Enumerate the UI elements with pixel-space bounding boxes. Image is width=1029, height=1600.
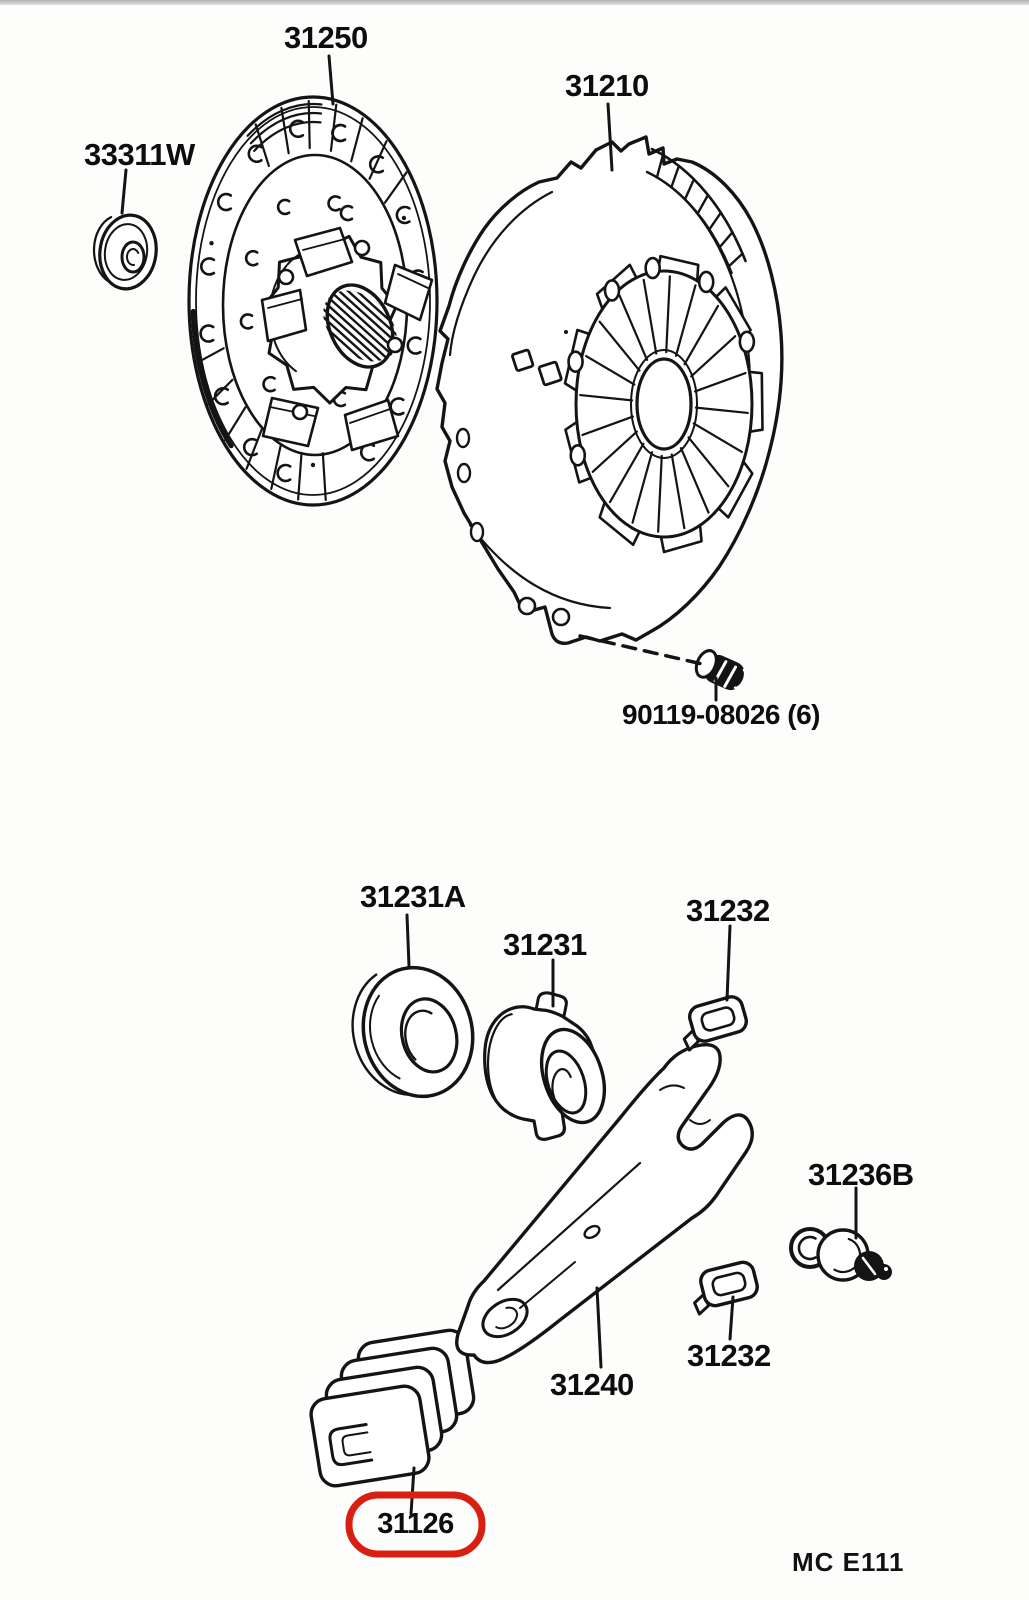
bearing-ring-drawing [351, 965, 475, 1099]
release-bearing-drawing [483, 991, 607, 1141]
boot-drawing [309, 1328, 476, 1488]
part-label-bearing-ring: 31231A [360, 879, 466, 914]
part-label-set-bolt: 90119-08026 (6) [622, 699, 821, 730]
diagram-code: MC E111 [792, 1547, 905, 1577]
leader-lines [120, 54, 858, 1516]
part-label-disc: 31250 [284, 20, 368, 55]
part-label-fork: 31240 [550, 1367, 634, 1402]
clutch-cover-drawing [435, 135, 784, 645]
clip-drawing [682, 995, 749, 1052]
part-label-pilot-bearing: 33311W [84, 137, 195, 172]
part-label-clip-lower: 31232 [687, 1338, 771, 1373]
set-bolt-drawing [694, 649, 747, 691]
clutch-disc-drawing [187, 95, 439, 507]
part-label-release-bearing: 31231 [503, 927, 587, 962]
fork-drawing [455, 1043, 754, 1365]
highlighted-part-callout: 31126 [349, 1495, 482, 1554]
part-label-pivot-stud: 31236B [808, 1157, 914, 1192]
part-label-boot: 31126 [377, 1508, 454, 1540]
part-label-cover: 31210 [565, 68, 649, 103]
pilot-bearing-drawing [92, 213, 158, 291]
part-label-clip-upper: 31232 [686, 893, 770, 928]
clip-drawing [693, 1260, 759, 1316]
highlight-ring [345, 1491, 486, 1558]
pivot-stud-drawing [789, 1227, 892, 1282]
